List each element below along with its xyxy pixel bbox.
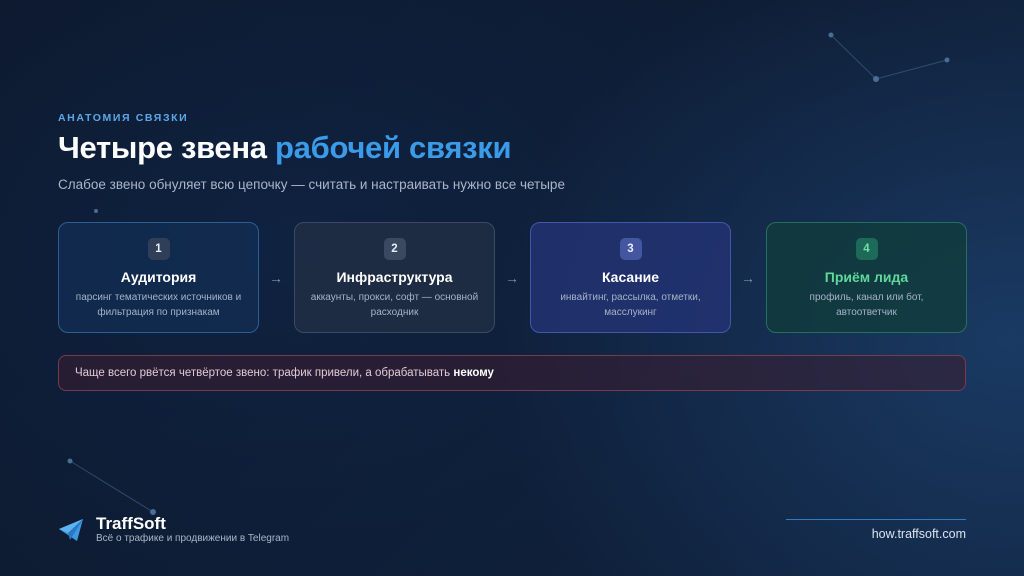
brand-tagline: Всё о трафике и продвижении в Telegram: [96, 533, 290, 544]
step-description: профиль, канал или бот, автоответчик: [809, 292, 924, 318]
step-description: парсинг тематических источников и фильтр…: [75, 292, 242, 318]
arrow-icon: →: [505, 270, 519, 286]
step-title: Приём лида: [824, 269, 909, 285]
step-title: Касание: [601, 269, 660, 285]
arrow-icon: →: [269, 270, 283, 286]
arrow-icon: →: [741, 270, 755, 286]
section-eyebrow: АНАТОМИЯ СВЯЗКИ: [58, 112, 189, 124]
title-part-white: Четыре звена: [58, 130, 276, 165]
page-title: Четыре звена рабочей связки: [58, 130, 512, 166]
paper-plane-icon: [59, 519, 83, 541]
footer-divider: [786, 519, 966, 520]
step-title: Инфраструктура: [336, 269, 453, 285]
page-subtitle: Слабое звено обнуляет всю цепочку — счит…: [58, 177, 565, 192]
step-title: Аудитория: [120, 269, 197, 285]
brand-name: TraffSoft: [96, 514, 166, 533]
step-card-infrastructure: 2 Инфраструктура аккаунты, прокси, софт …: [294, 222, 495, 333]
step-card-lead-intake: 4 Приём лида профиль, канал или бот, авт…: [766, 222, 967, 333]
step-card-touch: 3 Касание инвайтинг, рассылка, отметки, …: [530, 222, 731, 333]
step-card-audience: 1 Аудитория парсинг тематических источни…: [58, 222, 259, 333]
step-number-badge: 2: [383, 238, 406, 260]
step-number-badge: 4: [855, 238, 878, 260]
title-part-accent: рабочей связки: [275, 130, 512, 165]
step-number-badge: 1: [147, 238, 170, 260]
warning-text: Чаще всего рвётся четвёртое звено: трафи…: [75, 367, 454, 379]
step-description: аккаунты, прокси, софт — основной расход…: [310, 292, 479, 318]
warning-emphasis: некому: [453, 367, 494, 379]
step-description: инвайтинг, рассылка, отметки, масслукинг: [560, 292, 701, 318]
warning-callout: Чаще всего рвётся четвёртое звено: трафи…: [58, 355, 966, 391]
website-link[interactable]: how.traffsoft.com: [871, 527, 966, 541]
step-number-badge: 3: [619, 238, 642, 260]
